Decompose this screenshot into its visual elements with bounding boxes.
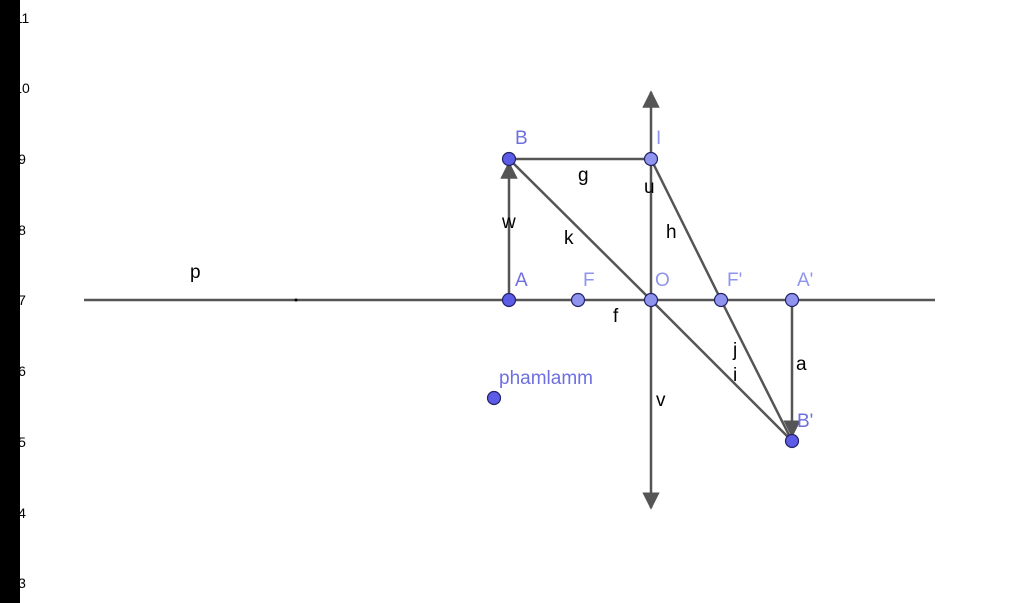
point-f[interactable] (570, 292, 586, 308)
y-tick-label: 5 (18, 434, 26, 450)
y-tick-label: 7 (18, 292, 26, 308)
point-label-i: I (656, 128, 661, 149)
ray-h[interactable] (649, 158, 723, 301)
ray-j[interactable] (719, 299, 794, 442)
arrow-label-a: a (796, 354, 807, 375)
ray-i[interactable] (650, 299, 793, 442)
ray-label-h: h (666, 222, 677, 243)
axis-dot (294, 298, 298, 302)
point-label-f-prime: F' (727, 270, 742, 291)
lens-label-u: u (644, 177, 655, 198)
ray-label-g: g (578, 165, 589, 186)
focal-label-f: f (613, 306, 619, 327)
point-label-b: B (515, 128, 528, 149)
point-a-prime[interactable] (784, 292, 800, 308)
point-a[interactable] (501, 292, 517, 308)
y-axis-bar (0, 0, 20, 603)
ray-label-k: k (564, 228, 574, 249)
ray-label-j: j (732, 340, 737, 361)
point-o[interactable] (643, 292, 659, 308)
point-b[interactable] (501, 151, 517, 167)
point-b-prime[interactable] (784, 433, 800, 449)
point-i[interactable] (643, 151, 659, 167)
ray-label-i: i (733, 365, 737, 386)
point-phamlamm[interactable] (486, 390, 502, 406)
point-label-phamlamm: phamlamm (499, 368, 593, 389)
y-tick-label: 11 (14, 10, 30, 26)
lens-label-v: v (656, 390, 666, 411)
point-label-o: O (655, 270, 670, 291)
point-label-a-prime: A' (797, 270, 813, 291)
arrow-label-w: w (501, 212, 516, 233)
axis-label-p: p (190, 262, 201, 283)
point-label-f: F (583, 270, 595, 291)
point-label-a: A (515, 270, 528, 291)
y-tick-label: 9 (18, 151, 26, 167)
point-label-b-prime: B' (797, 411, 813, 432)
y-tick-label: 8 (18, 222, 26, 238)
y-tick-label: 6 (18, 363, 26, 379)
point-f-prime[interactable] (713, 292, 729, 308)
ray-k[interactable] (508, 158, 652, 301)
y-tick-label: 10 (14, 80, 30, 96)
y-tick-label: 4 (18, 505, 26, 521)
y-tick-label: 3 (18, 575, 26, 591)
